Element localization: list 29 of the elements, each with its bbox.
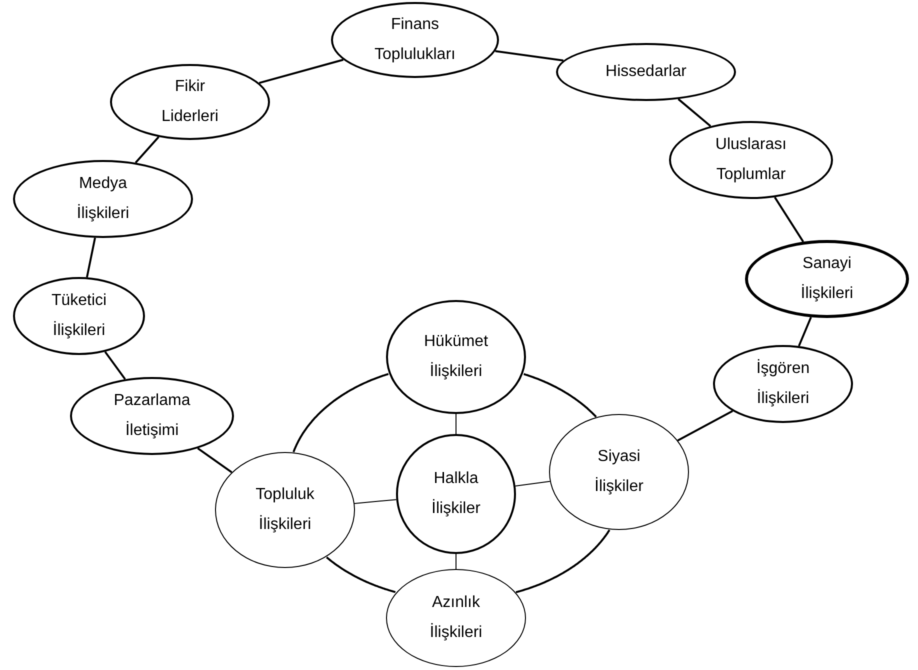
node-label: Hissedarlar: [606, 62, 686, 82]
connector-line: [677, 410, 734, 442]
node-label: Siyasi İlişkiler: [594, 447, 644, 497]
node-label: Fikir Liderleri: [162, 77, 218, 127]
node-label: Medya İlişkileri: [76, 174, 130, 224]
connector-line: [292, 373, 389, 452]
node-label: Sanayi İlişkileri: [800, 254, 854, 304]
connector-line: [798, 316, 812, 346]
connector-line: [104, 351, 126, 380]
connector-line: [258, 58, 344, 84]
connector-line: [326, 556, 396, 594]
node-label: Halkla İlişkiler: [432, 469, 480, 519]
connector-line: [86, 238, 96, 278]
node-label: Topluluk İlişkileri: [256, 485, 314, 535]
connector-line: [774, 196, 804, 242]
node-label: Hükümet İlişkileri: [424, 332, 488, 382]
connector-line: [678, 98, 712, 127]
connector-line: [514, 480, 550, 486]
connector-line: [197, 448, 232, 474]
node-label: Tüketici İlişkileri: [51, 291, 107, 341]
connector-line: [523, 373, 597, 418]
node-label: Uluslarası Toplumlar: [715, 135, 787, 185]
node-label: İşgören İlişkileri: [756, 358, 810, 409]
node-label: Finans Toplulukları: [374, 15, 456, 65]
connector-line: [495, 50, 564, 62]
connector-line: [354, 499, 397, 504]
connector-line: [516, 529, 610, 594]
node-label: Azınlık İlişkileri: [430, 593, 482, 643]
node-label: Pazarlama İletişimi: [114, 391, 190, 441]
